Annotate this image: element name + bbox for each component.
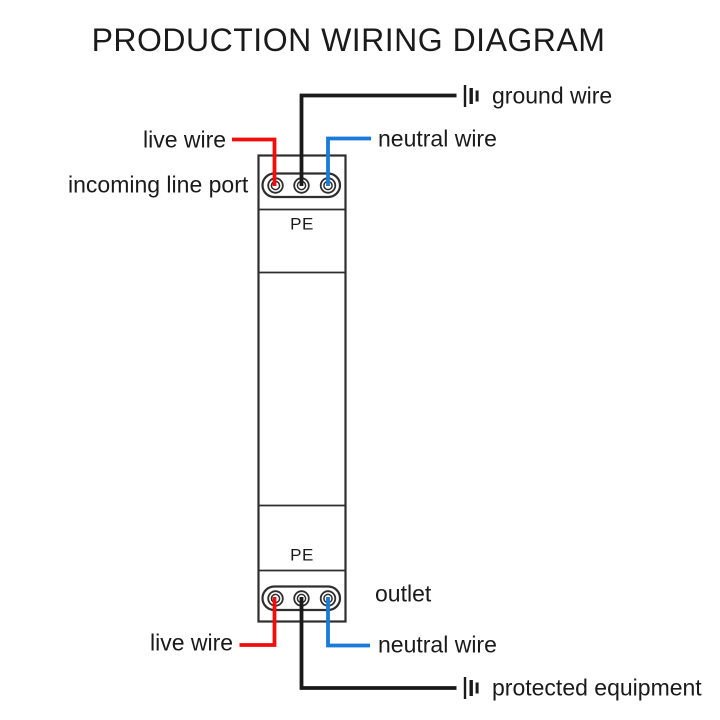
live-wire-bottom-line xyxy=(239,597,277,647)
diagram-title: PRODUCTION WIRING DIAGRAM xyxy=(91,22,606,58)
ground-bar xyxy=(463,85,467,107)
live-wire-bottom-label: live wire xyxy=(150,629,234,656)
ground-bar xyxy=(463,677,467,699)
protected-equipment-label: protected equipment xyxy=(492,674,702,701)
live-wire-top-line xyxy=(232,137,277,186)
ground-wire-label: ground wire xyxy=(492,82,613,109)
device-body xyxy=(257,154,347,623)
incoming-line-port-label: incoming line port xyxy=(68,171,249,198)
pe-bottom-label: PE xyxy=(290,545,314,565)
ground-bar xyxy=(475,90,479,102)
ground-bar xyxy=(469,88,473,104)
pe-top-label: PE xyxy=(290,214,314,234)
ground-wire-top-line xyxy=(299,93,457,186)
outlet-label: outlet xyxy=(375,580,432,607)
neutral-wire-bottom-line xyxy=(326,597,370,648)
earth-ground-icon xyxy=(463,85,479,107)
neutral-wire-top-label: neutral wire xyxy=(378,125,497,152)
ground-bar xyxy=(469,680,473,696)
live-wire-top-label: live wire xyxy=(143,126,227,153)
ground-bar xyxy=(475,682,479,694)
protected-equipment-line xyxy=(299,597,457,690)
neutral-wire-bottom-label: neutral wire xyxy=(378,631,497,658)
neutral-wire-top-line xyxy=(326,136,371,186)
earth-ground-icon xyxy=(463,677,479,699)
